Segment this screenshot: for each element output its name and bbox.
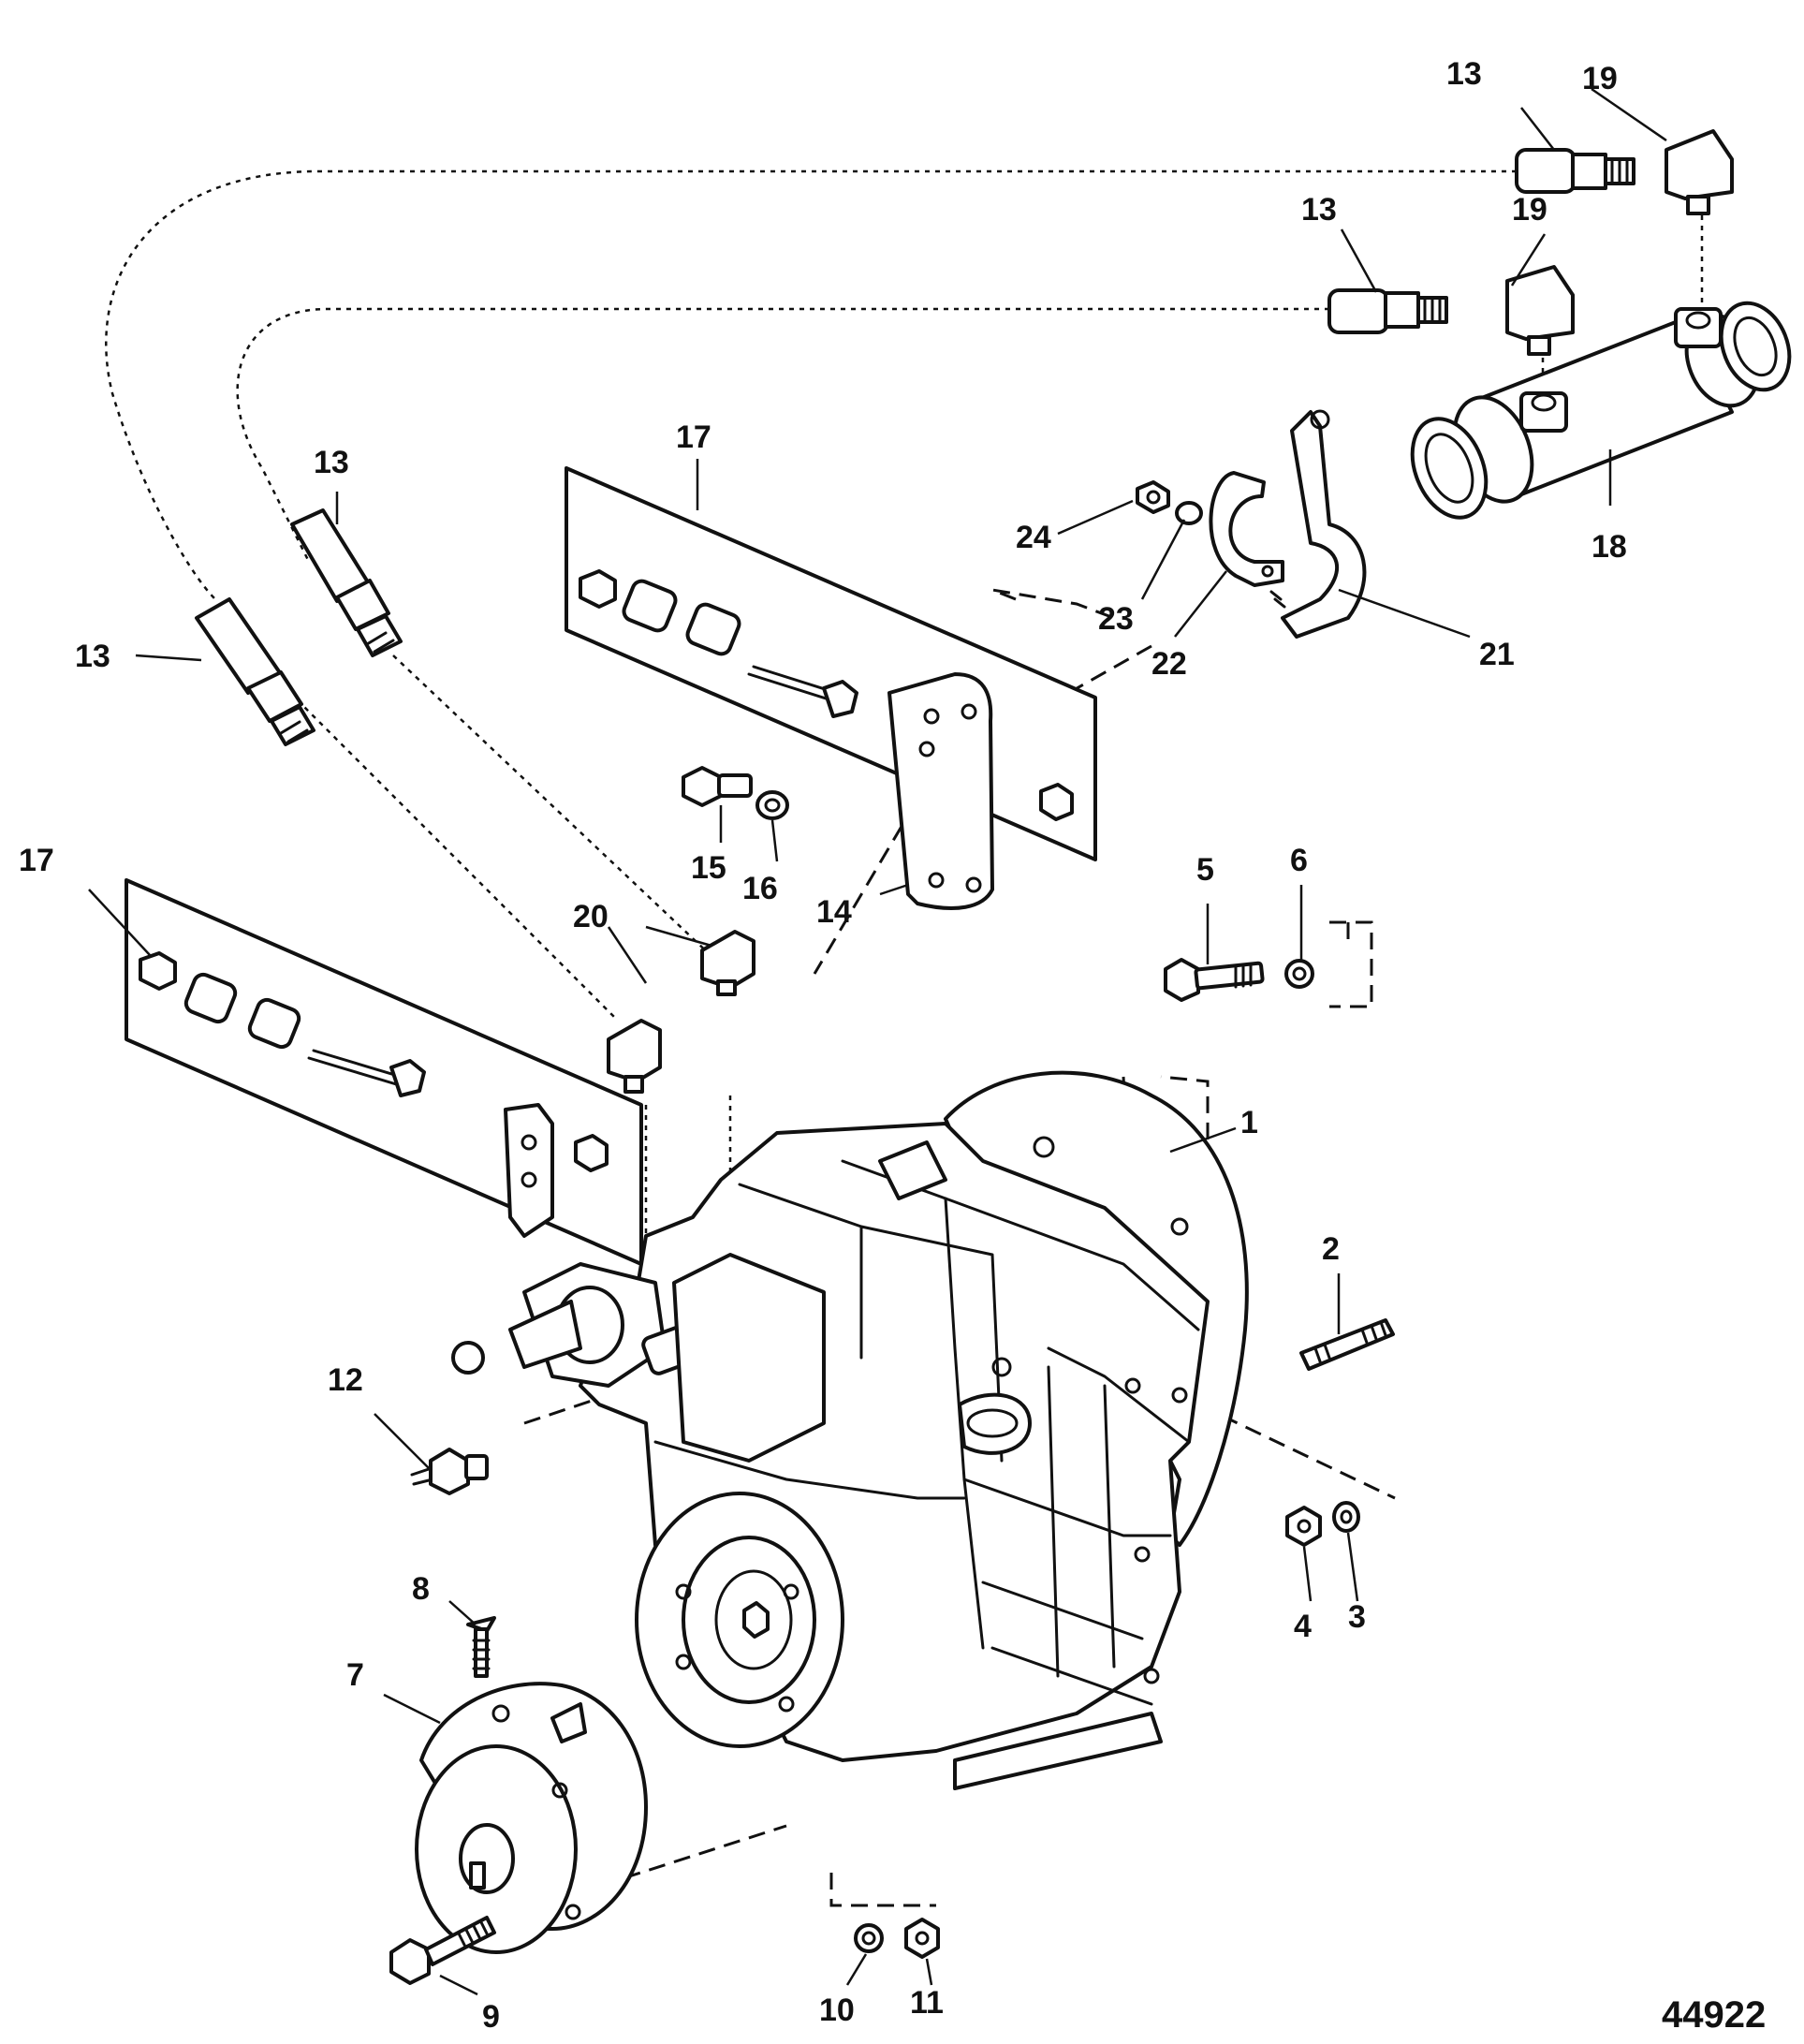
elbow-fitting-20-right — [700, 930, 755, 996]
nut-24 — [1136, 480, 1170, 514]
callout-5: 5 — [1196, 852, 1214, 888]
oil-cooler — [1410, 301, 1792, 520]
callout-4: 4 — [1294, 1609, 1312, 1644]
callout-13: 13 — [1446, 56, 1482, 92]
callout-21: 21 — [1479, 637, 1515, 672]
callout-10: 10 — [819, 1993, 855, 2028]
bolt-15 — [682, 766, 753, 807]
callout-leaders — [88, 87, 1667, 1996]
callout-11: 11 — [910, 1985, 944, 2021]
figure-number: 44922 — [1662, 1994, 1766, 2036]
callout-9: 9 — [482, 1999, 500, 2035]
callout-12: 12 — [328, 1362, 363, 1398]
screw-8 — [466, 1616, 496, 1678]
callout-6: 6 — [1290, 843, 1308, 878]
nut-11 — [904, 1918, 940, 1959]
callout-23: 23 — [1098, 601, 1134, 637]
callout-19: 19 — [1582, 61, 1618, 96]
callout-13: 13 — [1301, 192, 1337, 228]
elbow-fitting-20-left — [607, 1019, 662, 1094]
elbow-fitting-middle — [1505, 265, 1575, 356]
callout-20: 20 — [573, 899, 609, 934]
fastener-kit-panel-upper — [565, 466, 1097, 910]
hose-fitting-left-outer — [195, 597, 315, 746]
callout-19: 19 — [1512, 192, 1547, 228]
washer-6 — [1284, 959, 1314, 989]
callout-13: 13 — [314, 445, 349, 480]
hose-fitting-middle — [1327, 288, 1448, 334]
bolt-9 — [389, 1916, 496, 1985]
callout-labels: 13 19 13 19 13 13 17 17 18 24 23 22 21 1… — [19, 56, 1766, 2036]
mounting-bracket-21 — [1269, 409, 1367, 639]
callout-18: 18 — [1591, 529, 1627, 565]
callout-7: 7 — [346, 1657, 364, 1693]
drive-coupler-7 — [415, 1682, 648, 1954]
fastener-kit-panel-lower — [125, 878, 643, 1266]
callout-13: 13 — [75, 639, 110, 674]
callout-22: 22 — [1151, 646, 1187, 682]
washer-16 — [755, 790, 789, 820]
callout-17: 17 — [19, 843, 54, 878]
temperature-sender-12 — [410, 1448, 489, 1495]
transmission-housing — [451, 1070, 1249, 1790]
hose-fitting-upper — [1515, 148, 1635, 194]
stud-2 — [1299, 1318, 1395, 1371]
washer-10 — [854, 1923, 884, 1953]
washer-23 — [1175, 501, 1203, 525]
nut-4 — [1285, 1506, 1322, 1547]
callout-15: 15 — [691, 850, 726, 886]
callout-14: 14 — [816, 894, 852, 930]
bolt-5 — [1164, 958, 1265, 1002]
hose-fitting-left-inner — [290, 508, 403, 657]
callout-8: 8 — [412, 1571, 430, 1607]
callout-1: 1 — [1240, 1105, 1258, 1140]
callout-16: 16 — [742, 871, 778, 906]
callout-3: 3 — [1348, 1599, 1366, 1635]
callout-2: 2 — [1322, 1231, 1340, 1267]
washer-3 — [1332, 1501, 1360, 1533]
callout-24: 24 — [1016, 520, 1051, 555]
elbow-fitting-upper — [1665, 129, 1734, 215]
clamp-22 — [1209, 471, 1284, 587]
callout-17: 17 — [676, 419, 711, 455]
